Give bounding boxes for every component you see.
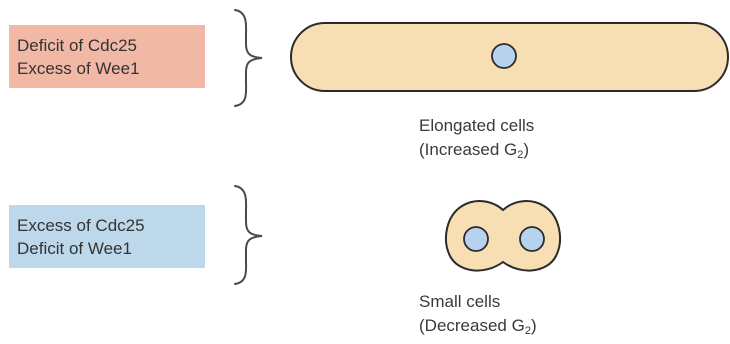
bottom-result-line2: (Decreased G2) [419, 314, 537, 338]
top-result-prefix: (Increased G [419, 140, 517, 159]
elongated-cells-caption: Elongated cells (Increased G2) [419, 114, 534, 162]
bottom-result-line1: Small cells [419, 290, 537, 314]
elongated-cell-nucleus [492, 44, 516, 68]
small-cell-nucleus-left [464, 227, 488, 251]
small-cells-caption: Small cells (Decreased G2) [419, 290, 537, 338]
bottom-result-prefix: (Decreased G [419, 316, 525, 335]
top-brace-icon [235, 10, 262, 106]
top-result-suffix: ) [523, 140, 529, 159]
bottom-result-suffix: ) [531, 316, 537, 335]
top-result-line2: (Increased G2) [419, 138, 534, 162]
top-result-line1: Elongated cells [419, 114, 534, 138]
bottom-brace-icon [235, 186, 262, 284]
small-cell-nucleus-right [520, 227, 544, 251]
